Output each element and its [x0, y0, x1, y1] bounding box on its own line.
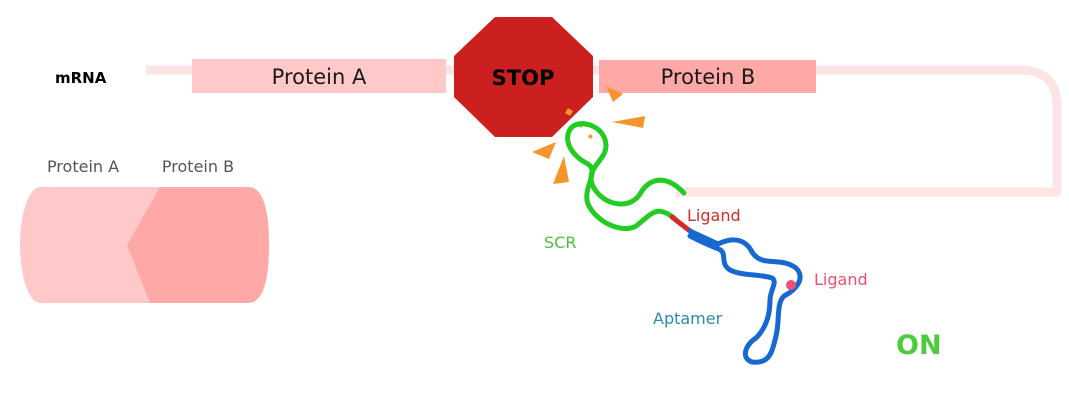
scr-ligand-label: Ligand: [687, 206, 741, 225]
scr-strand: [565, 121, 687, 232]
aptamer-strand: [687, 228, 803, 365]
product-protein-a-label: Protein A: [47, 157, 119, 176]
state-on-label: ON: [896, 330, 942, 361]
scr-ligand-segment: [669, 214, 693, 234]
aptamer-ligand-dot: [786, 280, 796, 290]
protein-b-block: [599, 60, 816, 93]
aptamer-ligand-label: Ligand: [814, 270, 868, 289]
stop-label: STOP: [492, 66, 555, 90]
mrna-label: mRNA: [55, 69, 107, 87]
burst-sparks-icon: [532, 86, 645, 184]
fused-protein-cylinder-icon: [20, 187, 269, 303]
product-protein-b-segment: [127, 187, 269, 303]
protein-a-block: [192, 59, 446, 93]
scr-label: SCR: [544, 233, 576, 252]
protein-a-label: Protein A: [272, 65, 367, 89]
protein-b-label: Protein B: [661, 65, 756, 89]
aptamer-label: Aptamer: [653, 309, 723, 328]
stop-sign-icon: [454, 17, 593, 137]
mrna-strand: [146, 65, 1062, 197]
product-protein-b-label: Protein B: [162, 157, 234, 176]
